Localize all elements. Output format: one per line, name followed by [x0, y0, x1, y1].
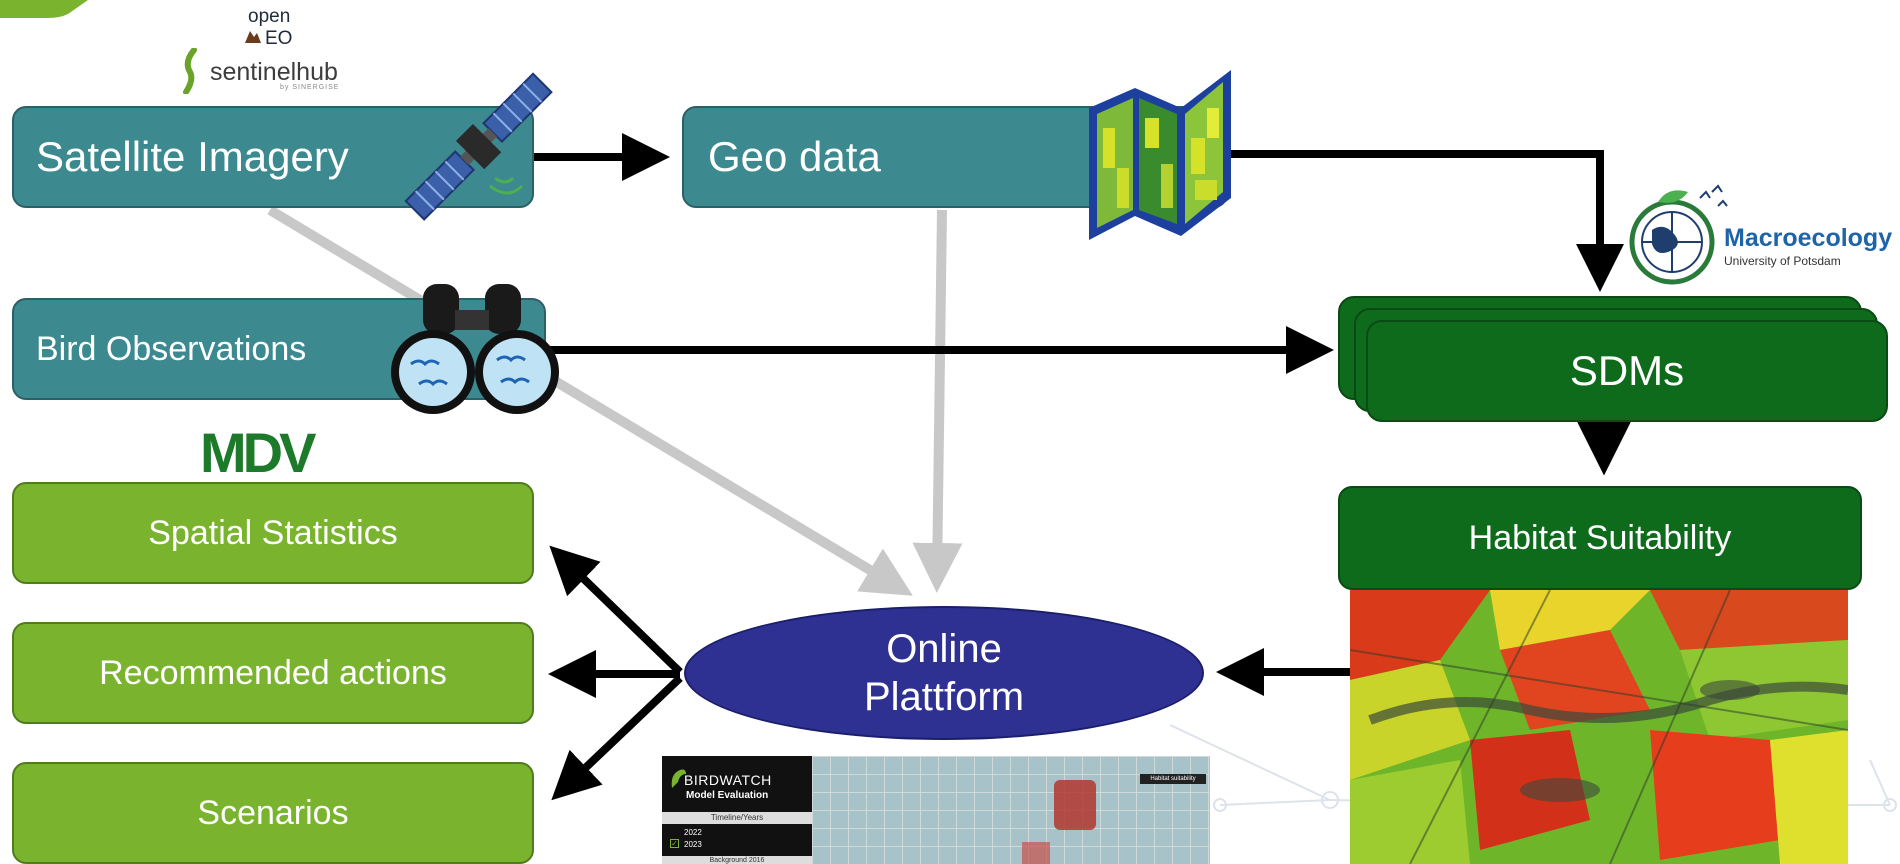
birdwatch-year-2023[interactable]: 2023	[684, 840, 702, 849]
online-platform-node: Online Plattform	[684, 606, 1204, 740]
habitat-suitability-map	[1350, 590, 1848, 864]
sdms-label: SDMs	[1569, 347, 1685, 394]
birdwatch-map-grid	[812, 756, 1210, 864]
macroecology-globe-icon	[1629, 184, 1728, 285]
corner-decoration	[0, 0, 88, 18]
online-platform-line1: Online	[886, 627, 1002, 671]
spatial-statistics-node: Spatial Statistics	[12, 482, 534, 584]
birdwatch-brand: BIRDWATCH	[684, 772, 772, 788]
birdwatch-hotspot-small	[1022, 842, 1050, 864]
birdwatch-footer-label: Background 2016	[709, 857, 765, 864]
birdwatch-bird-icon	[671, 769, 686, 788]
openeo-logo: open EO	[244, 6, 304, 50]
arrow-platform-to-scenarios	[551, 675, 683, 801]
sentinelhub-mark-icon	[183, 48, 197, 94]
satellite-imagery-label: Satellite Imagery	[36, 133, 349, 180]
recommended-actions-node: Recommended actions	[12, 622, 534, 724]
birdwatch-sidebar: BIRDWATCH Model Evaluation Timeline/Year…	[662, 756, 812, 864]
sentinelhub-logo: sentinelhub by SINERGISE	[180, 48, 360, 94]
online-platform-line2: Plattform	[863, 675, 1025, 719]
sentinelhub-wordmark: sentinelhub	[210, 58, 338, 86]
arrow-geo-to-platform	[912, 209, 963, 593]
mdv-logo: MDV	[200, 420, 332, 484]
birdwatch-subtitle: Model Evaluation	[686, 790, 769, 801]
binoculars-icon	[391, 284, 559, 414]
recommended-actions-label: Recommended actions	[99, 653, 447, 692]
birdwatch-section-label: Timeline/Years	[710, 813, 764, 822]
arrow-satellite-to-platform	[267, 205, 913, 596]
macroecology-title: Macroecology	[1724, 224, 1893, 252]
checkbox-icon[interactable]: ✓	[670, 839, 679, 848]
arrow-platform-to-spatial	[549, 545, 683, 675]
openeo-line1: open	[248, 6, 291, 27]
satellite-icon	[404, 72, 553, 221]
openeo-mark-icon	[245, 31, 261, 43]
birdwatch-map-badge: Habitat suitability	[1140, 774, 1206, 784]
habitat-suitability-label: Habitat Suitability	[1468, 518, 1732, 557]
birdwatch-app-preview: BIRDWATCH Model Evaluation Timeline/Year…	[662, 756, 1210, 864]
birdwatch-section-bar: Timeline/Years	[662, 812, 812, 824]
habitat-suitability-node: Habitat Suitability	[1338, 486, 1862, 590]
geo-data-label: Geo data	[708, 133, 881, 180]
sdms-node: SDMs	[1366, 320, 1888, 422]
folded-map-icon	[1089, 70, 1231, 240]
openeo-line2: EO	[265, 28, 293, 49]
macroecology-logo: Macroecology University of Potsdam	[1622, 180, 1900, 290]
arrow-geo-to-sdms	[1230, 150, 1624, 292]
birdwatch-footer-bar: Background 2016	[662, 856, 812, 864]
sentinelhub-subtitle: by SINERGISE	[280, 84, 340, 91]
macroecology-subtitle: University of Potsdam	[1724, 254, 1841, 268]
birdwatch-hotspot	[1054, 780, 1096, 830]
scenarios-node: Scenarios	[12, 762, 534, 864]
bird-observations-label: Bird Observations	[36, 329, 307, 368]
mdv-logo-text: MDV	[200, 421, 316, 484]
spatial-statistics-label: Spatial Statistics	[148, 513, 398, 552]
scenarios-label: Scenarios	[197, 793, 349, 832]
birdwatch-map-badge-label: Habitat suitability	[1150, 776, 1196, 782]
birdwatch-year-2022[interactable]: 2022	[684, 828, 702, 837]
